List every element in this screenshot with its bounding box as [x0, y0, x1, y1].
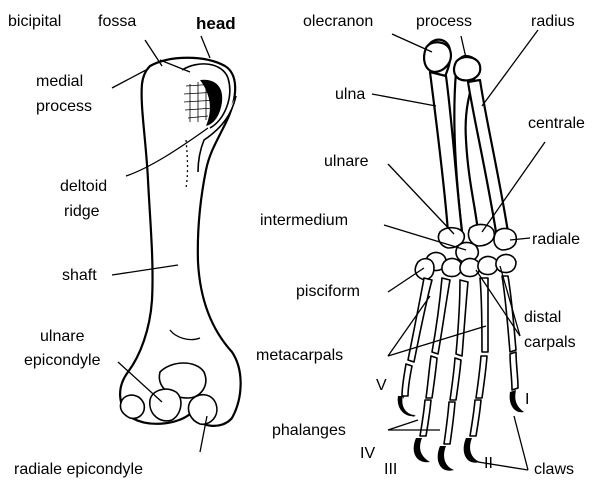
- label-metacarpals: metacarpals: [256, 347, 343, 364]
- label-process: process: [36, 98, 92, 115]
- label-deltoid: deltoid: [60, 178, 107, 195]
- label-bicipital: bicipital: [8, 13, 61, 30]
- humerus-drawing: [120, 58, 241, 426]
- label-radiale-epicondyle: radiale epicondyle: [14, 461, 143, 478]
- label-centrale: centrale: [528, 115, 585, 132]
- label-epicondyle: epicondyle: [24, 352, 101, 369]
- label-pisciform: pisciform: [296, 283, 360, 300]
- olecranon: [424, 42, 451, 72]
- label-digit-V: V: [376, 377, 387, 394]
- label-radius: radius: [531, 13, 575, 30]
- label-digit-I: I: [525, 391, 529, 408]
- humerus-condyle-4: [120, 395, 144, 418]
- label-process-olecranon: process: [416, 13, 472, 30]
- label-shaft: shaft: [62, 267, 97, 284]
- label-head: head: [196, 14, 236, 33]
- label-digit-IV: IV: [360, 445, 375, 462]
- label-intermedium: intermedium: [260, 212, 348, 229]
- humerus-condyle-3: [188, 395, 216, 425]
- label-distal: distal: [524, 309, 561, 326]
- label-ridge: ridge: [64, 203, 100, 220]
- forelimb-drawing: [398, 40, 524, 471]
- label-digit-III: III: [384, 461, 397, 478]
- label-claws: claws: [534, 461, 574, 478]
- label-medial: medial: [36, 73, 83, 90]
- label-olecranon: olecranon: [303, 13, 373, 30]
- label-fossa: fossa: [98, 13, 136, 30]
- digit-I: [502, 276, 524, 412]
- pisciform-bone: [415, 259, 434, 280]
- digit-II: [464, 278, 488, 463]
- humerus-condyle-2: [150, 389, 181, 421]
- label-carpals: carpals: [524, 334, 576, 351]
- label-digit-II: II: [484, 455, 493, 472]
- label-radiale: radiale: [532, 231, 580, 248]
- label-phalanges: phalanges: [272, 422, 346, 439]
- label-ulnare-epi: ulnare: [40, 328, 85, 345]
- label-ulnare: ulnare: [324, 153, 369, 170]
- radius-head: [454, 57, 480, 80]
- label-ulna: ulna: [335, 86, 365, 103]
